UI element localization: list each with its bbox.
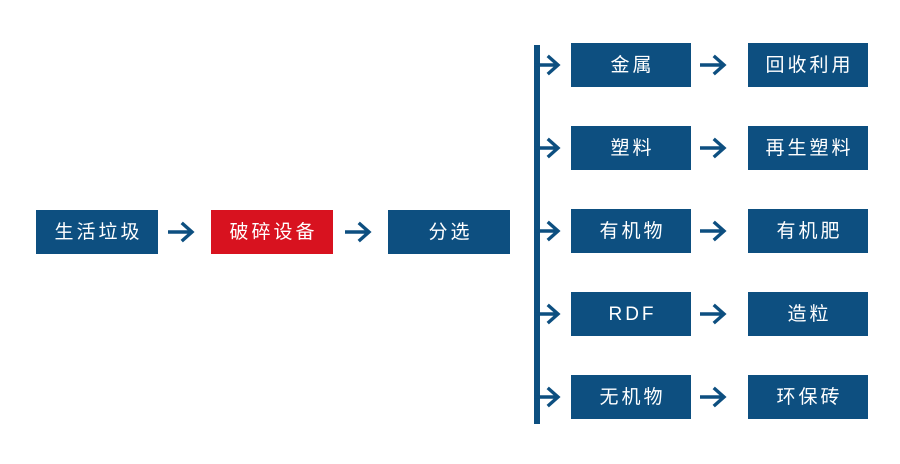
arrow-right-icon-branch-4 — [534, 301, 564, 327]
arrow-right-icon-link-5 — [700, 384, 730, 410]
node-product-2[interactable]: 再生塑料 — [748, 126, 868, 170]
arrow-right-icon-branch-5 — [534, 384, 564, 410]
node-product-5[interactable]: 环保砖 — [748, 375, 868, 419]
arrow-right-icon-waste-to-crusher — [168, 219, 198, 245]
node-waste[interactable]: 生活垃圾 — [36, 210, 158, 254]
node-material-5[interactable]: 无机物 — [571, 375, 691, 419]
arrow-right-icon-crusher-to-sorting — [345, 219, 375, 245]
arrow-right-icon-link-2 — [700, 135, 730, 161]
arrow-right-icon-branch-1 — [534, 52, 564, 78]
arrow-right-icon-link-4 — [700, 301, 730, 327]
node-crusher[interactable]: 破碎设备 — [211, 210, 333, 254]
node-material-3[interactable]: 有机物 — [571, 209, 691, 253]
node-material-1[interactable]: 金属 — [571, 43, 691, 87]
node-product-4[interactable]: 造粒 — [748, 292, 868, 336]
arrow-right-icon-branch-2 — [534, 135, 564, 161]
arrow-right-icon-link-1 — [700, 52, 730, 78]
arrow-right-icon-branch-3 — [534, 218, 564, 244]
branch-trunk-line — [534, 45, 540, 424]
node-sorting[interactable]: 分选 — [388, 210, 510, 254]
node-product-3[interactable]: 有机肥 — [748, 209, 868, 253]
node-material-2[interactable]: 塑料 — [571, 126, 691, 170]
node-material-4[interactable]: RDF — [571, 292, 691, 336]
node-product-1[interactable]: 回收利用 — [748, 43, 868, 87]
arrow-right-icon-link-3 — [700, 218, 730, 244]
